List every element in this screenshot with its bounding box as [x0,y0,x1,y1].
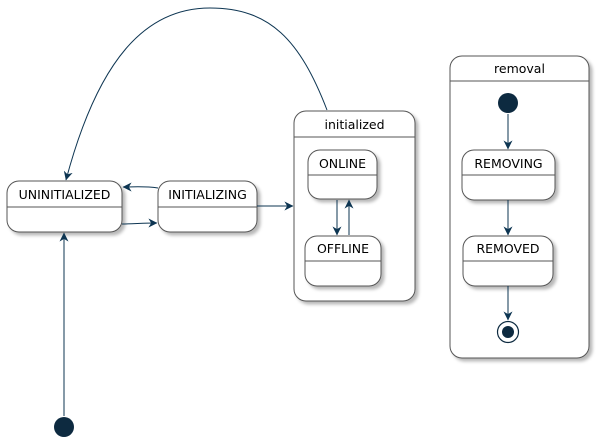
state-removing-label: REMOVING [474,156,542,171]
composite-removal-label: removal [494,61,545,76]
state-offline: OFFLINE [304,235,382,287]
state-removed-label: REMOVED [476,241,539,256]
state-initializing: INITIALIZING [157,180,258,233]
state-uninitialized: UNINITIALIZED [6,180,123,233]
state-uninitialized-label: UNINITIALIZED [19,187,111,202]
edge-initialized-to-uninitialized [63,7,328,181]
state-offline-label: OFFLINE [317,241,369,256]
edge-initializing-to-uninitialized [122,182,159,192]
state-initializing-label: INITIALIZING [168,187,247,202]
state-removing: REMOVING [461,149,556,201]
state-removed: REMOVED [462,235,554,287]
state-online: ONLINE [307,149,378,200]
edge-uninitialized-to-initializing [121,218,158,228]
state-online-label: ONLINE [319,156,366,171]
composite-removal: removal [449,55,590,359]
composite-initialized-label: initialized [324,117,384,132]
final-pseudostate-removal [496,320,520,344]
initial-pseudostate-removal [498,93,518,113]
initial-pseudostate-main [54,417,74,437]
